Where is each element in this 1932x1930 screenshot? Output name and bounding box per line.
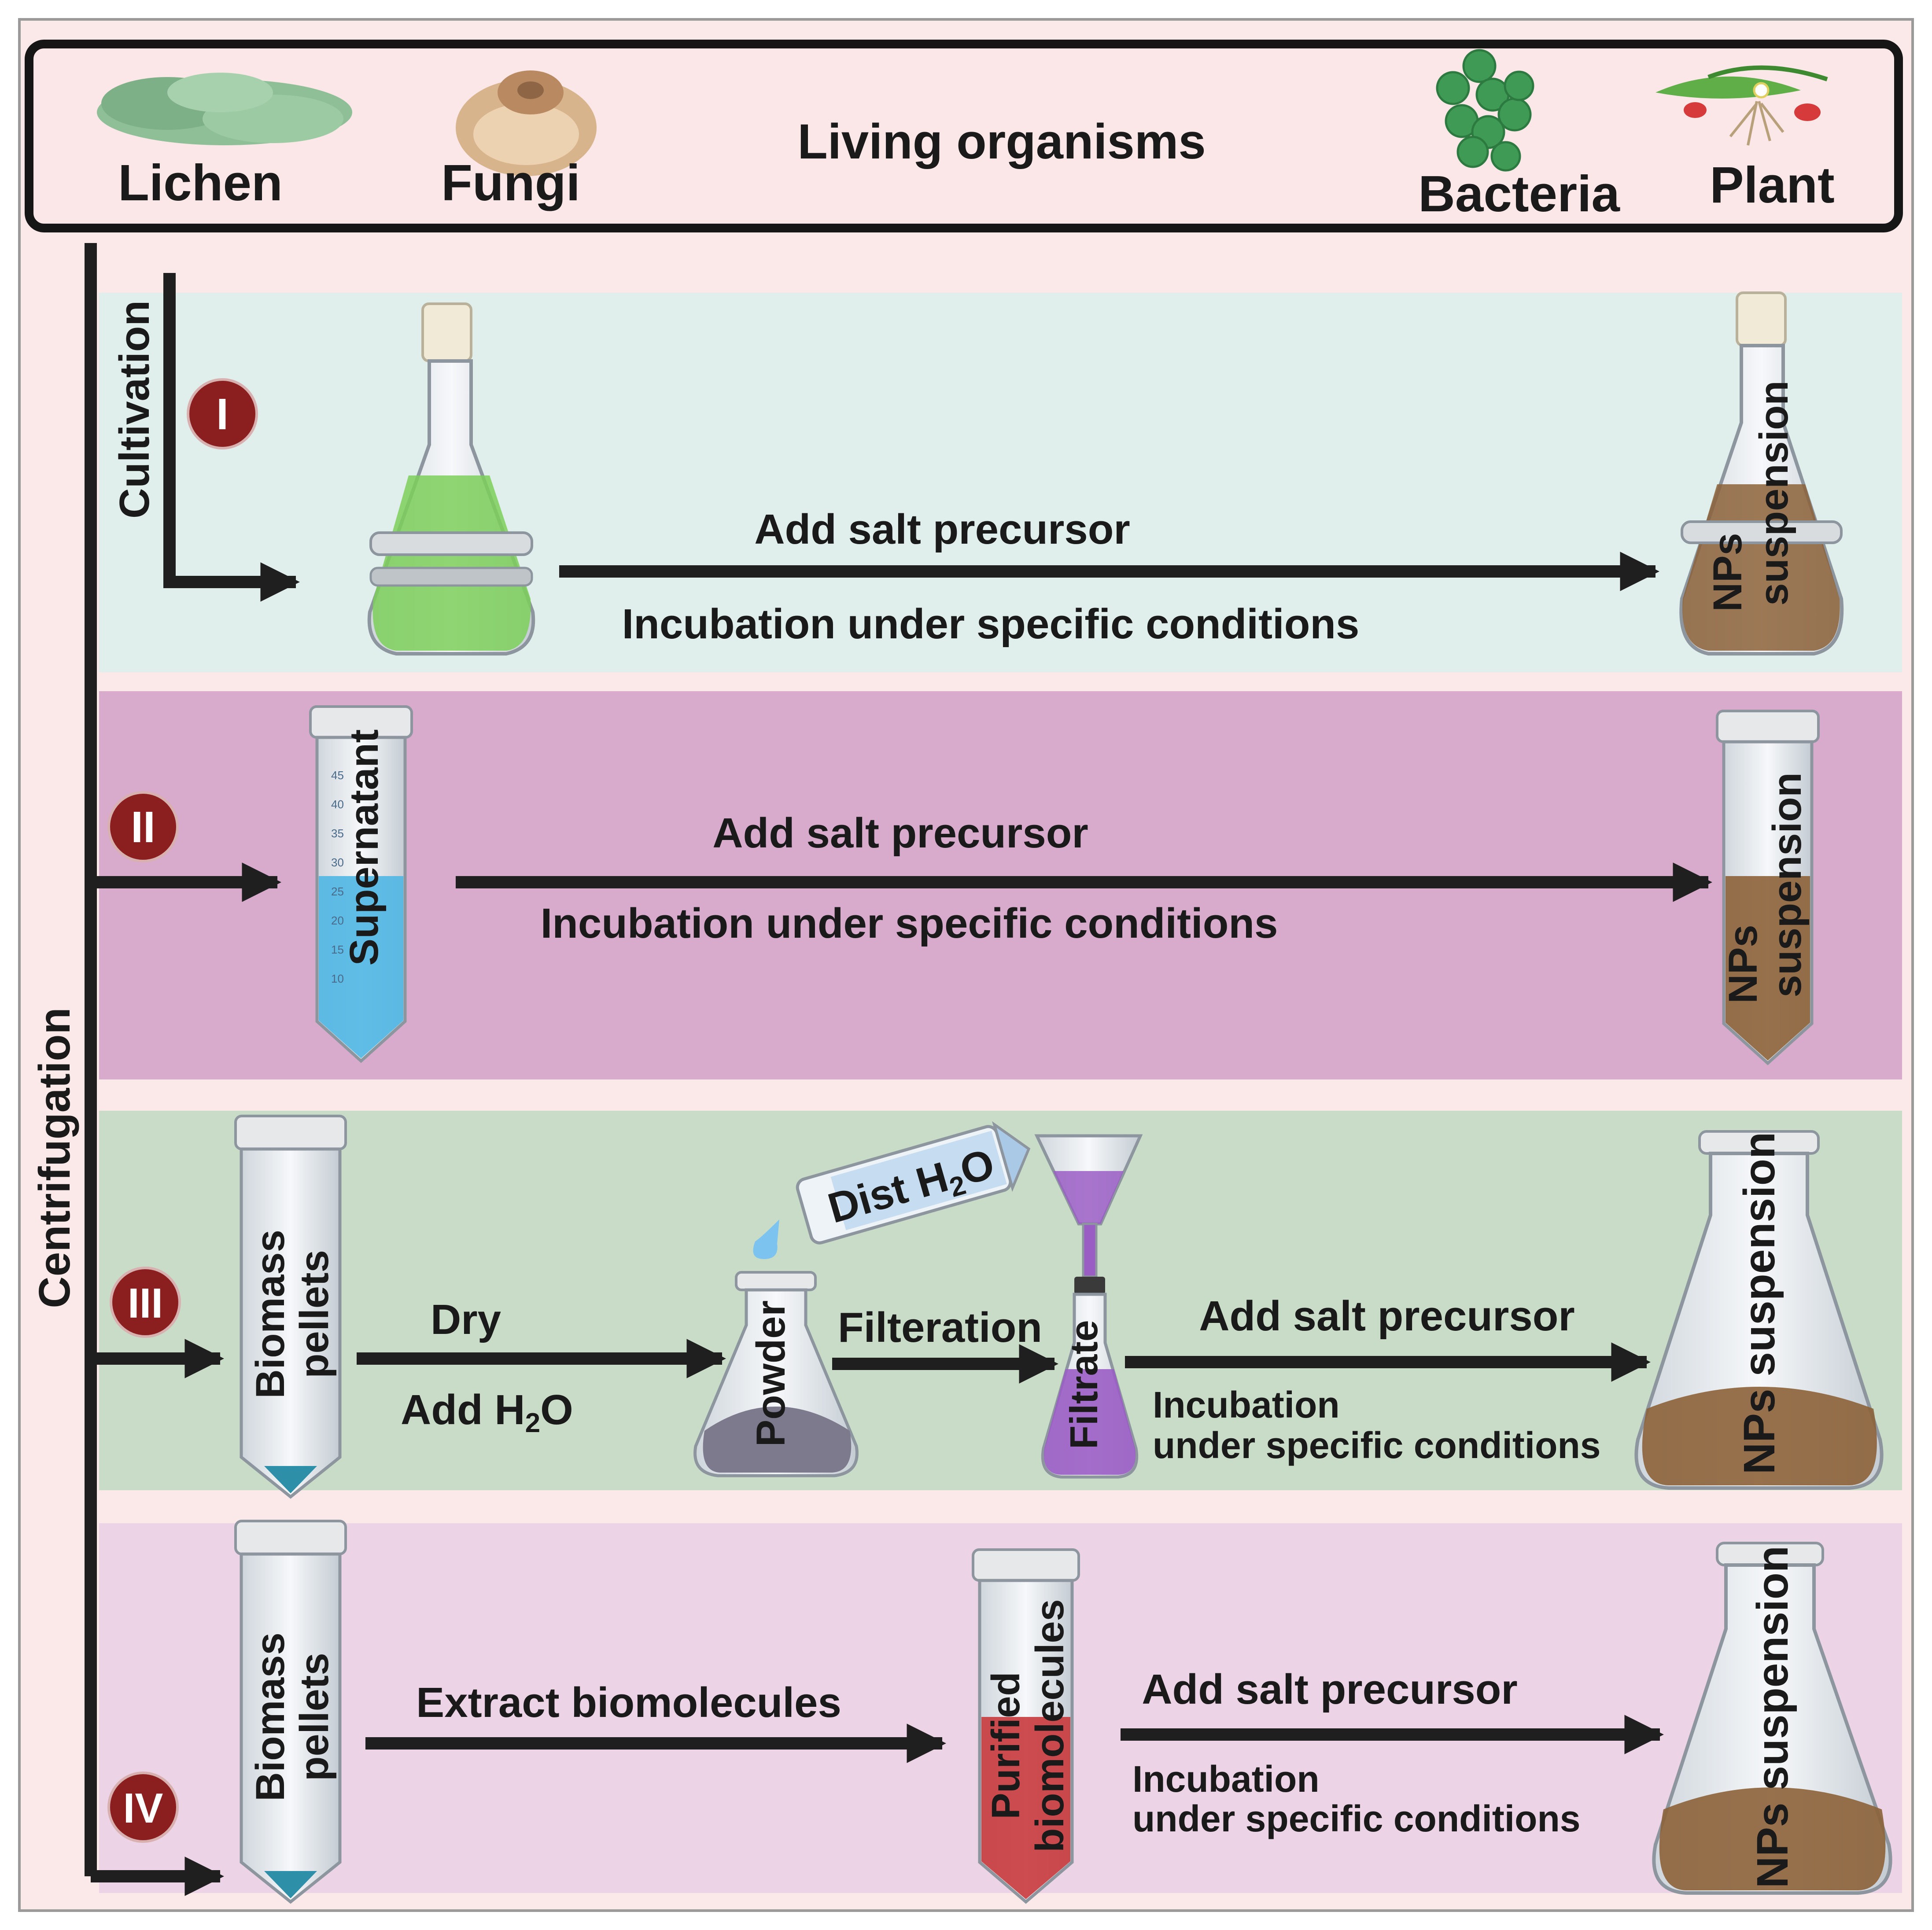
flask-nps-1: NPs suspension xyxy=(1679,291,1844,656)
funnel-filtrate: Filtrate xyxy=(1034,1134,1143,1479)
panel2-product-line2: suspension xyxy=(1765,772,1810,997)
tube-scale-2: 45 40 35 30 25 20 15 10 xyxy=(331,769,344,985)
panel2-product-line1: NPs xyxy=(1721,925,1766,1004)
panel4-extract: Extract biomolecules xyxy=(416,1679,841,1726)
panel2-step-top: Add salt precursor xyxy=(712,810,1088,857)
panel4-step-bottom-2: under specific conditions xyxy=(1132,1798,1580,1839)
numeral-badge-4: IV xyxy=(107,1772,179,1843)
flask-nps-4: NPs suspension xyxy=(1652,1542,1892,1895)
organism-plant: Plant xyxy=(1710,156,1835,214)
svg-text:40: 40 xyxy=(331,798,344,811)
svg-text:45: 45 xyxy=(331,769,344,782)
header-title: Living organisms xyxy=(797,114,1206,169)
label-purified-line1: Purified xyxy=(984,1672,1028,1819)
connector-lines xyxy=(85,243,300,1896)
numeral-badge-3: III xyxy=(110,1267,181,1338)
panel2-step-bottom: Incubation under specific conditions xyxy=(541,900,1278,947)
header: Lichen Fungi Living organisms Bacteria xyxy=(25,40,1903,232)
numeral-2: II xyxy=(131,803,155,852)
centrifugation-label: Centrifugation xyxy=(30,1007,79,1308)
flask-green xyxy=(367,302,535,656)
tube-supernatant: 45 40 35 30 25 20 15 10 Supernatant xyxy=(309,705,413,1063)
lichen-icon xyxy=(97,73,352,145)
panel3-step-top: Add salt precursor xyxy=(1199,1293,1575,1340)
label-purified-line2: biomolecules xyxy=(1028,1599,1072,1852)
tube-nps-2: NPs suspension xyxy=(1716,710,1820,1065)
label-biomass-4-line2: pellets xyxy=(292,1653,337,1781)
panel3-add-water: Add H2O xyxy=(401,1386,573,1438)
organism-bacteria: Bacteria xyxy=(1418,165,1620,222)
panel4-step-top: Add salt precursor xyxy=(1142,1666,1518,1713)
panel4-product: NPs suspension xyxy=(1748,1546,1797,1888)
organism-fungi: Fungi xyxy=(441,154,580,211)
svg-text:20: 20 xyxy=(331,914,344,927)
numeral-badge-2: II xyxy=(107,791,179,862)
panel3-product: NPs suspension xyxy=(1735,1132,1784,1474)
svg-text:35: 35 xyxy=(331,827,344,840)
tube-biomass-3: Biomass pellets xyxy=(234,1115,347,1499)
label-powder: Powder xyxy=(748,1300,793,1447)
svg-text:10: 10 xyxy=(331,972,344,985)
numeral-3: III xyxy=(128,1280,163,1327)
cultivation-label: Cultivation xyxy=(111,300,158,519)
label-biomass-4-line1: Biomass xyxy=(248,1632,293,1801)
svg-text:30: 30 xyxy=(331,856,344,869)
flask-nps-3: NPs suspension xyxy=(1634,1130,1884,1490)
panel1-step-bottom: Incubation under specific conditions xyxy=(622,600,1360,648)
panel1-product-line1: NPs xyxy=(1705,533,1750,612)
fungi-icon xyxy=(456,70,597,176)
label-biomass-3-line2: pellets xyxy=(292,1250,337,1378)
numeral-badge-1: I xyxy=(187,378,258,449)
panel4-step-bottom-1: Incubation xyxy=(1132,1758,1320,1800)
flask-powder: Powder xyxy=(693,1271,859,1477)
panel1-step-top: Add salt precursor xyxy=(754,506,1130,553)
tube-purified: Purified biomolecules xyxy=(972,1548,1080,1904)
label-supernatant: Supernatant xyxy=(342,729,387,966)
numeral-1: I xyxy=(216,390,229,439)
label-filtrate: Filtrate xyxy=(1062,1320,1106,1449)
panel3-dry: Dry xyxy=(431,1296,501,1343)
svg-text:25: 25 xyxy=(331,885,344,898)
water-drop-icon xyxy=(753,1219,779,1259)
organism-lichen: Lichen xyxy=(118,154,283,211)
plant-icon xyxy=(1655,65,1828,146)
numeral-4: IV xyxy=(123,1785,163,1832)
panel3-step-bottom-2: under specific conditions xyxy=(1153,1425,1600,1466)
bacteria-icon xyxy=(1436,49,1534,172)
label-biomass-3-line1: Biomass xyxy=(248,1230,293,1399)
svg-text:15: 15 xyxy=(331,943,344,956)
tube-biomass-4: Biomass pellets xyxy=(234,1520,347,1904)
panel3-step-bottom-1: Incubation xyxy=(1153,1384,1340,1425)
panel1-product-line2: suspension xyxy=(1751,380,1796,605)
panel3-filtration: Filteration xyxy=(838,1304,1042,1351)
